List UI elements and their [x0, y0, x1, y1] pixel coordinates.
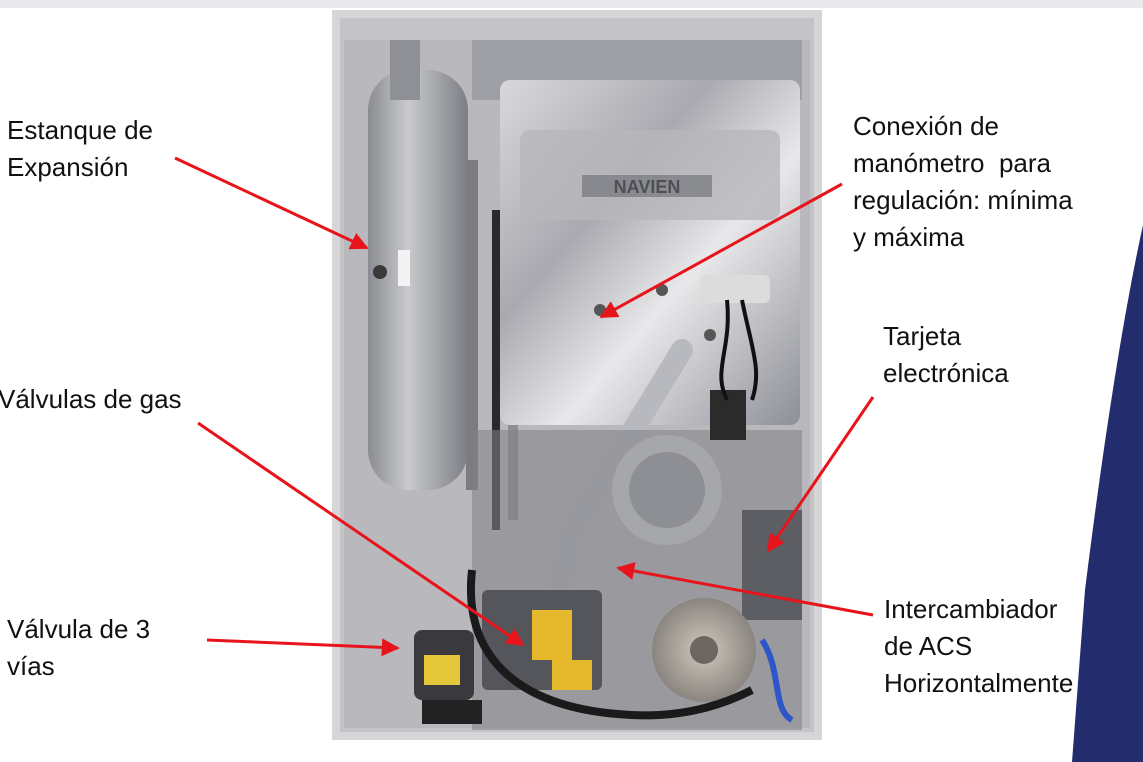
label-expansion-tank: Estanque de Expansión — [7, 112, 153, 186]
label-expansion-tank-line2: Expansión — [7, 152, 129, 182]
label-expansion-tank-line1: Estanque de — [7, 115, 154, 145]
label-exchanger: Intercambiador de ACS Horizontalmente — [884, 591, 1073, 702]
label-gas-valves-line1: Válvulas de gas — [0, 384, 182, 414]
boiler-photo: NAVIEN — [332, 10, 822, 740]
label-exchanger-line3: Horizontalmente — [884, 668, 1074, 698]
label-three-way-valve: Válvula de 3 vías — [7, 611, 150, 685]
label-three-way-valve-line1: Válvula de 3 — [7, 614, 151, 644]
label-manometer-line4: y máxima — [853, 222, 965, 252]
brand-plate: NAVIEN — [614, 177, 681, 197]
label-board: Tarjeta electrónica — [883, 318, 1009, 392]
label-exchanger-line2: de ACS — [884, 631, 973, 661]
label-manometer-line3: regulación: mínima — [853, 185, 1073, 215]
label-board-line1: Tarjeta — [883, 321, 962, 351]
label-manometer-line1: Conexión de — [853, 111, 999, 141]
label-manometer: Conexión de manómetro para regulación: m… — [853, 108, 1073, 256]
label-gas-valves: Válvulas de gas — [0, 381, 182, 418]
label-board-line2: electrónica — [883, 358, 1009, 388]
label-three-way-valve-line2: vías — [7, 651, 55, 681]
label-exchanger-line1: Intercambiador — [884, 594, 1058, 624]
top-strip — [0, 0, 1143, 8]
label-manometer-line2: manómetro para — [853, 148, 1051, 178]
